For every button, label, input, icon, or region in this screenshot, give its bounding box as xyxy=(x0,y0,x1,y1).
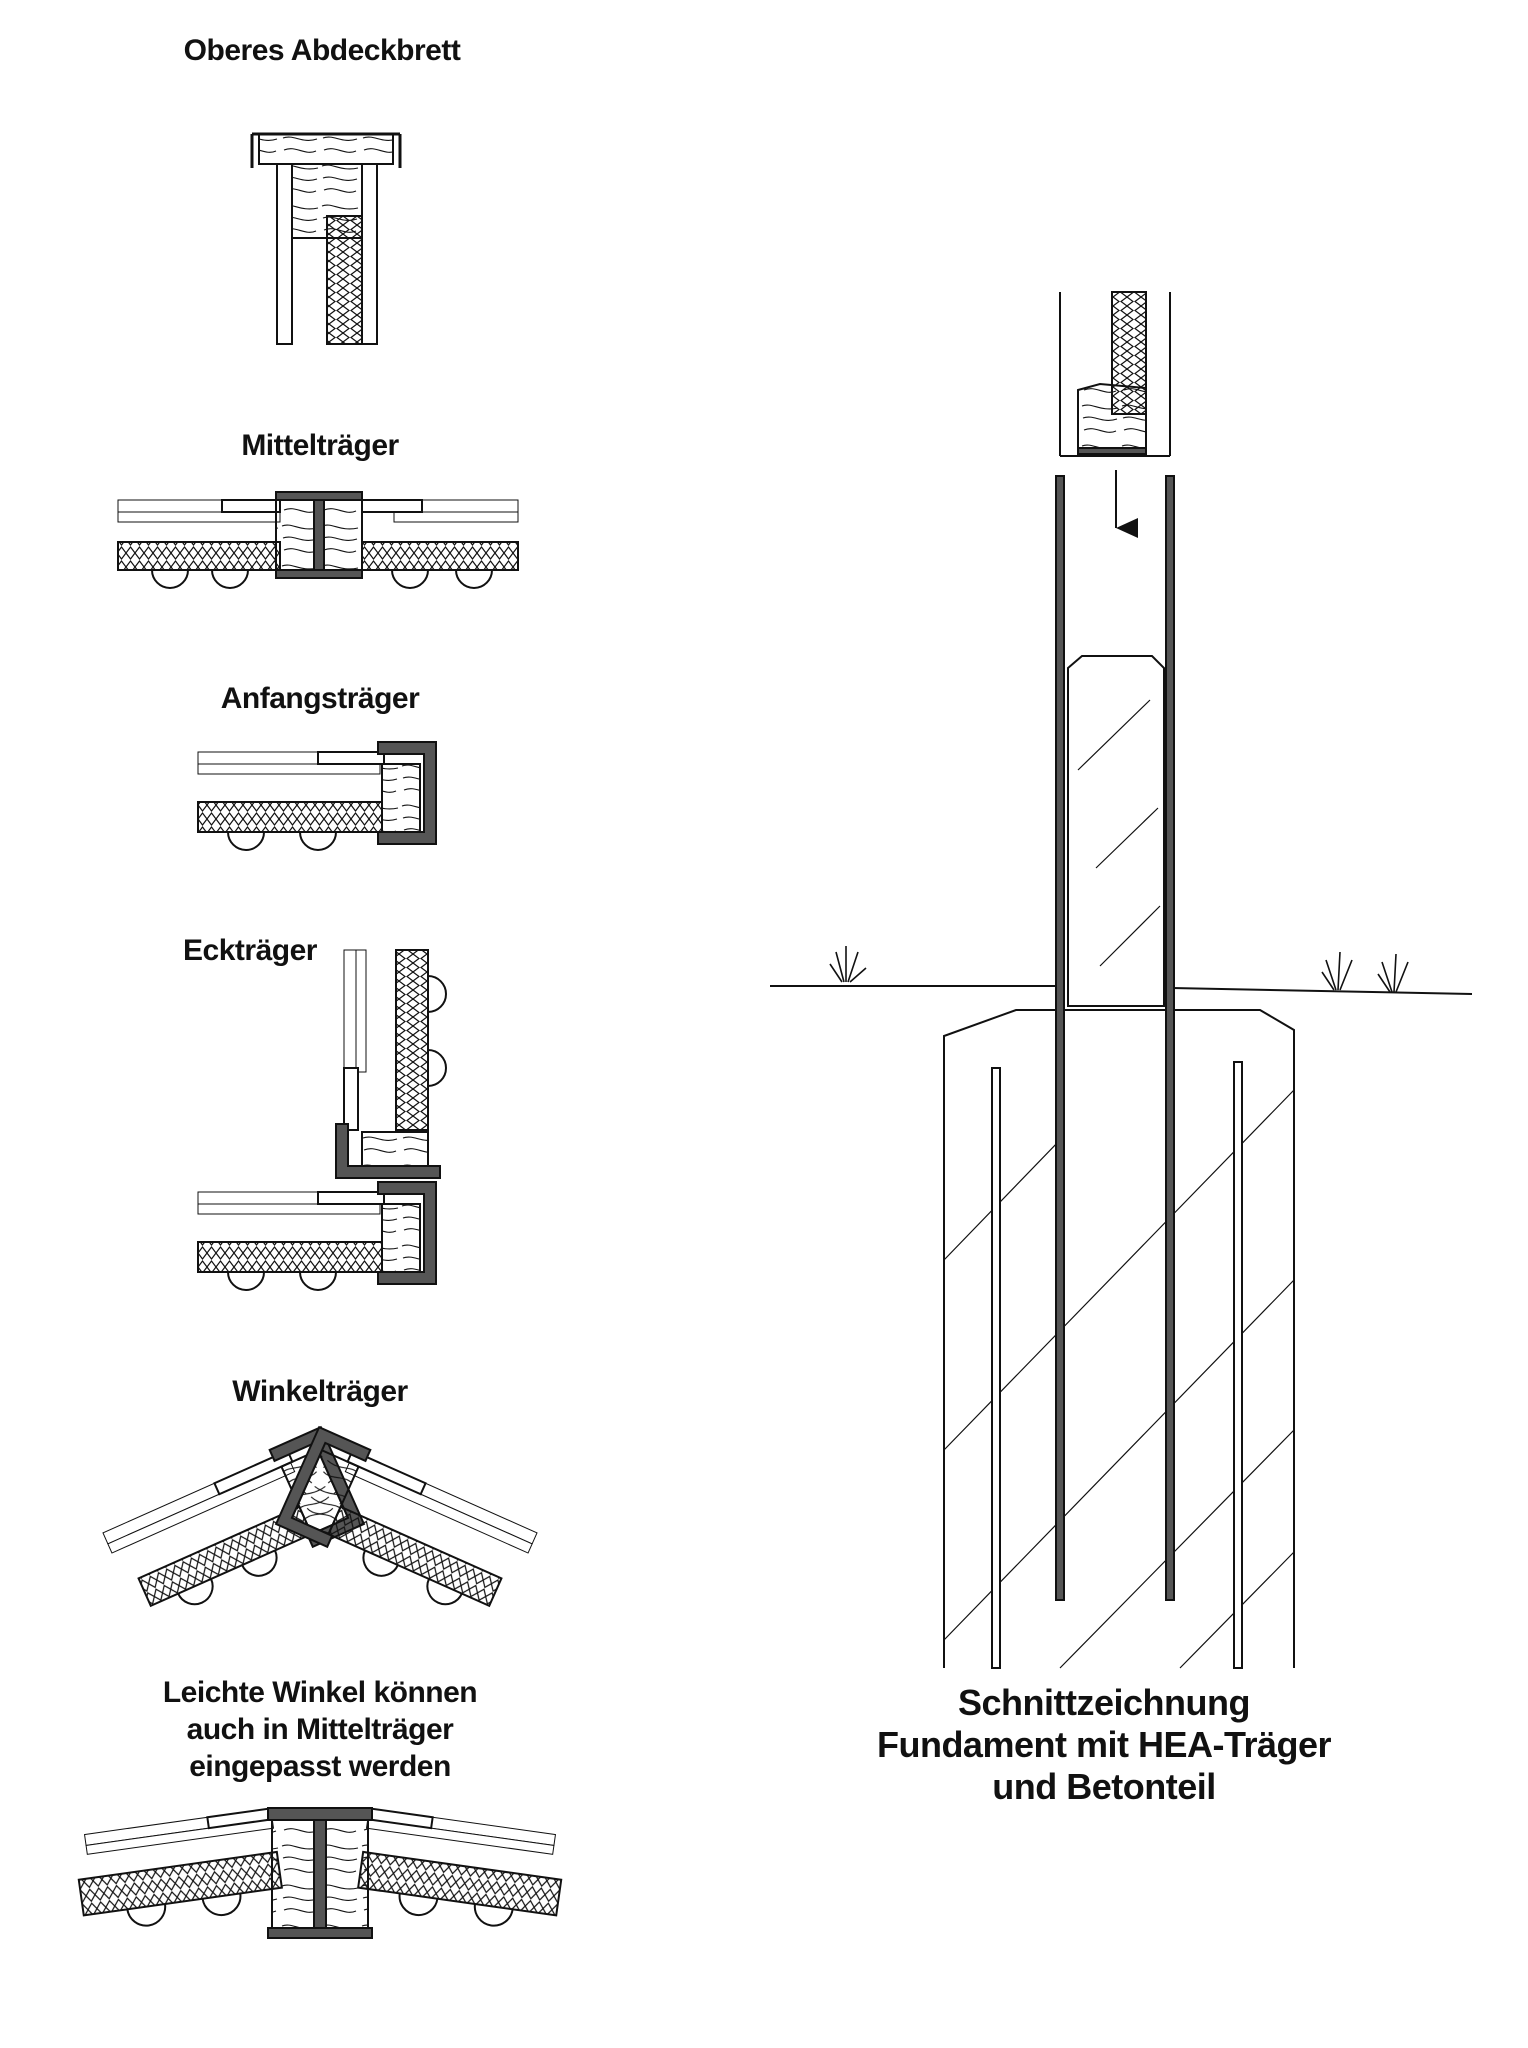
label-corner-beam: Eckträger xyxy=(183,934,317,967)
note-line-1: Leichte Winkel können xyxy=(162,1676,478,1709)
note-line-3: eingepasst werden xyxy=(189,1750,451,1783)
corner-beam-detail xyxy=(197,949,447,1291)
caption-line-1: Schnittzeichnung xyxy=(958,1682,1251,1723)
caption-line-3: und Betonteil xyxy=(992,1766,1216,1807)
caption-line-2: Fundament mit HEA-Träger xyxy=(876,1724,1332,1765)
note-line-2: auch in Mittelträger xyxy=(186,1713,454,1746)
label-middle-beam: Mittelträger xyxy=(241,429,399,462)
label-start-beam: Anfangsträger xyxy=(220,682,420,715)
angle-beam-detail xyxy=(102,1425,538,1608)
label-top-cover: Oberes Abdeckbrett xyxy=(183,34,461,67)
middle-beam-detail xyxy=(117,491,519,589)
label-section-caption: Schnittzeichnung Fundament mit HEA-Träge… xyxy=(876,1682,1332,1808)
label-light-angle-note: Leichte Winkel können auch in Mittelträg… xyxy=(162,1674,478,1785)
top-cover-detail xyxy=(250,132,402,345)
foundation-section-detail xyxy=(770,291,1473,1669)
start-beam-detail xyxy=(197,741,437,851)
label-angle-beam: Winkelträger xyxy=(232,1375,408,1408)
light-angle-middle-beam-detail xyxy=(77,1806,563,1939)
